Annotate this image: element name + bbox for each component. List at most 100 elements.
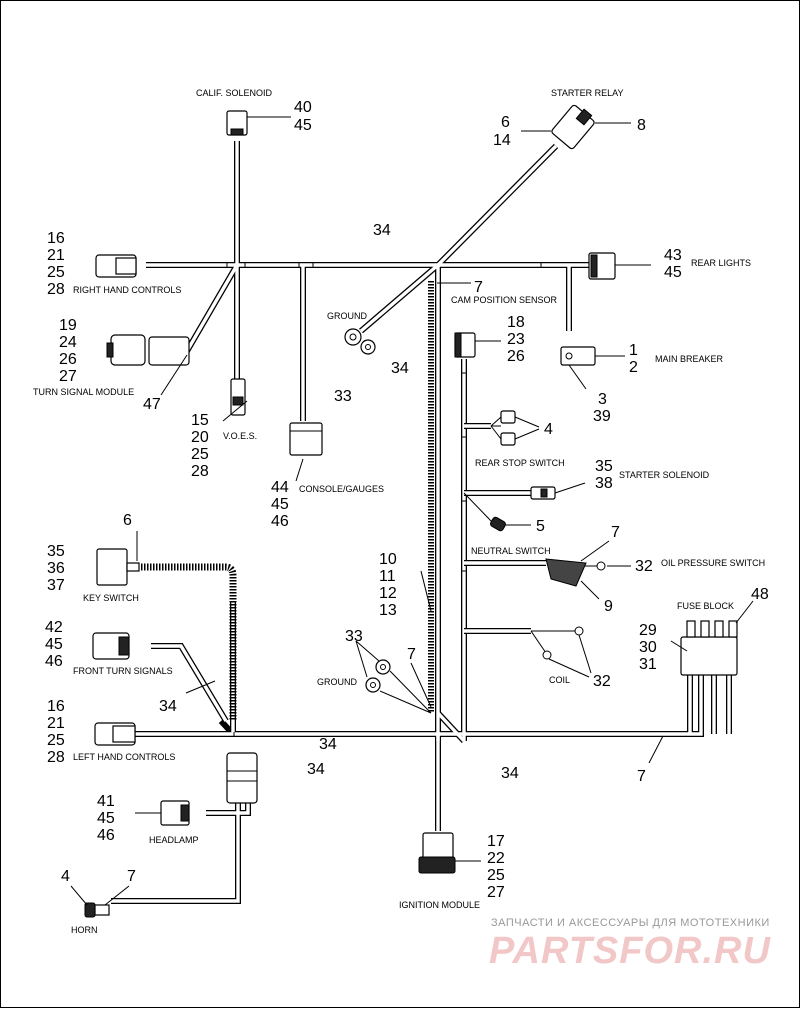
leader-lines [70, 116, 754, 906]
label-horn: HORN [71, 925, 98, 935]
rear-lights-connector [588, 252, 616, 280]
callout-number: 2 [629, 359, 638, 376]
callout-number: 36 [47, 560, 65, 577]
label-cam-position-sensor: CAM POSITION SENSOR [451, 295, 558, 305]
callout-number: 5 [536, 518, 545, 535]
label-fuse-block: FUSE BLOCK [677, 601, 734, 611]
callout-number: 8 [637, 117, 646, 134]
callout-number: 29 [639, 622, 657, 639]
callout-number: 46 [97, 827, 115, 844]
harness-wires [111, 141, 732, 904]
callout-number: 33 [334, 388, 352, 405]
label-voes: V.O.E.S. [223, 431, 257, 441]
callout-number: 45 [664, 264, 682, 281]
callout-number: 44 [271, 479, 289, 496]
callout-number: 7 [474, 279, 483, 296]
ground-bottom-terminals [365, 659, 432, 714]
callout-number: 41 [97, 793, 115, 810]
callout-number: 37 [47, 577, 65, 594]
callout-number: 32 [593, 673, 611, 690]
callout-number: 33 [345, 628, 363, 645]
callout-number: 42 [45, 619, 63, 636]
callout-number: 40 [294, 99, 312, 116]
neutral-switch [490, 516, 506, 532]
callout-number: 45 [271, 496, 289, 513]
callout-number: 25 [47, 732, 65, 749]
rear-stop-switch [490, 410, 516, 446]
callout-number: 25 [487, 867, 505, 884]
callout-number: 4 [544, 421, 553, 438]
callout-number: 25 [47, 264, 65, 281]
voes-connector [230, 378, 246, 416]
front-turn-signals-connector [92, 632, 130, 660]
watermark: ЗАПЧАСТИ И АКСЕССУАРЫ ДЛЯ МОТОТЕХНИКИ PA… [489, 917, 770, 972]
label-neutral-switch: NEUTRAL SWITCH [471, 546, 551, 556]
left-hand-controls-connector [94, 722, 136, 746]
callout-number: 17 [487, 833, 505, 850]
callout-number: 45 [97, 810, 115, 827]
callout-number: 7 [611, 524, 620, 541]
callout-number: 16 [47, 230, 65, 247]
fuse-block [680, 620, 738, 676]
label-right-hand-controls: RIGHT HAND CONTROLS [73, 285, 181, 295]
callout-number: 30 [639, 639, 657, 656]
callout-number: 26 [507, 348, 525, 365]
label-left-hand-controls: LEFT HAND CONTROLS [73, 752, 175, 762]
callout-number: 34 [307, 761, 325, 778]
callout-number: 34 [373, 222, 391, 239]
label-ground-bottom: GROUND [317, 677, 357, 687]
callout-number: 7 [407, 646, 416, 663]
callout-number: 20 [191, 429, 209, 446]
label-rear-stop-switch: REAR STOP SWITCH [475, 458, 565, 468]
callout-number: 7 [127, 868, 136, 885]
callout-number: 34 [501, 765, 519, 782]
horn [84, 902, 110, 918]
coil-terminals [542, 626, 584, 660]
callout-number: 4 [61, 868, 70, 885]
callout-number: 48 [751, 586, 769, 603]
calif-solenoid-connector [226, 110, 248, 136]
callout-number: 45 [45, 636, 63, 653]
callout-number: 6 [501, 114, 510, 131]
ignition-module [418, 832, 456, 874]
main-breaker [560, 346, 596, 366]
callout-numbers: 40 45 6 14 8 16 21 25 28 34 43 45 7 18 2… [45, 99, 769, 901]
turn-signal-module [106, 334, 190, 366]
label-calif-solenoid: CALIF. SOLENOID [196, 88, 273, 98]
callout-number: 35 [595, 458, 613, 475]
callout-number: 1 [629, 342, 638, 359]
callout-number: 46 [271, 513, 289, 530]
key-switch [96, 548, 140, 586]
callout-number: 3 [598, 391, 607, 408]
callout-number: 21 [47, 715, 65, 732]
callout-number: 28 [47, 749, 65, 766]
label-starter-solenoid: STARTER SOLENOID [619, 470, 710, 480]
label-starter-relay: STARTER RELAY [551, 88, 624, 98]
console-gauges [289, 422, 323, 456]
callout-number: 11 [379, 568, 396, 585]
watermark-tagline: ЗАПЧАСТИ И АКСЕССУАРЫ ДЛЯ МОТОТЕХНИКИ [491, 917, 770, 929]
callout-number: 23 [507, 331, 525, 348]
callout-number: 27 [59, 368, 77, 385]
starter-relay [551, 104, 595, 150]
callout-number: 16 [47, 698, 65, 715]
label-ignition-module: IGNITION MODULE [399, 900, 480, 910]
component-labels: CALIF. SOLENOID STARTER RELAY RIGHT HAND… [33, 88, 765, 935]
callout-number: 7 [637, 768, 646, 785]
headlamp-loop [226, 752, 258, 804]
callout-number: 9 [604, 598, 613, 615]
callout-number: 27 [487, 884, 505, 901]
callout-number: 46 [45, 653, 63, 670]
starter-solenoid-connector [530, 486, 556, 500]
headlamp-connector [160, 800, 190, 826]
callout-number: 34 [159, 698, 177, 715]
callout-number: 47 [143, 396, 161, 413]
callout-number: 6 [123, 512, 132, 529]
cam-position-sensor-connector [454, 332, 476, 358]
callout-number: 25 [191, 446, 209, 463]
label-ground-top: GROUND [327, 311, 367, 321]
callout-number: 21 [47, 247, 65, 264]
label-console-gauges: CONSOLE/GAUGES [299, 484, 384, 494]
callout-number: 14 [493, 132, 511, 149]
